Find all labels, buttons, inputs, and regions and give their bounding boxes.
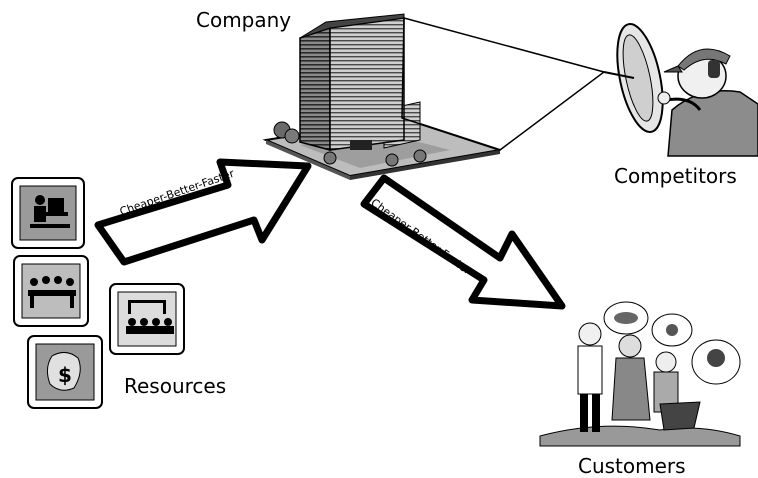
customers-group-icon — [539, 301, 741, 447]
competitors-label: Competitors — [614, 164, 737, 188]
competitor-spy-icon — [603, 23, 758, 157]
resources-label: Resources — [124, 374, 227, 398]
resource-icon-money: $ — [27, 335, 103, 409]
resource-icon-computer-user — [11, 177, 85, 249]
arrow-to-company — [94, 158, 312, 266]
company-label: Company — [196, 8, 292, 32]
resource-icon-presentation — [109, 283, 185, 355]
arrow-to-customers — [360, 174, 566, 310]
observation-beam — [401, 17, 606, 151]
svg-text:$: $ — [58, 363, 72, 387]
company-building-icon — [262, 13, 501, 180]
customers-label: Customers — [578, 454, 686, 478]
resource-icon-meeting — [13, 255, 89, 327]
